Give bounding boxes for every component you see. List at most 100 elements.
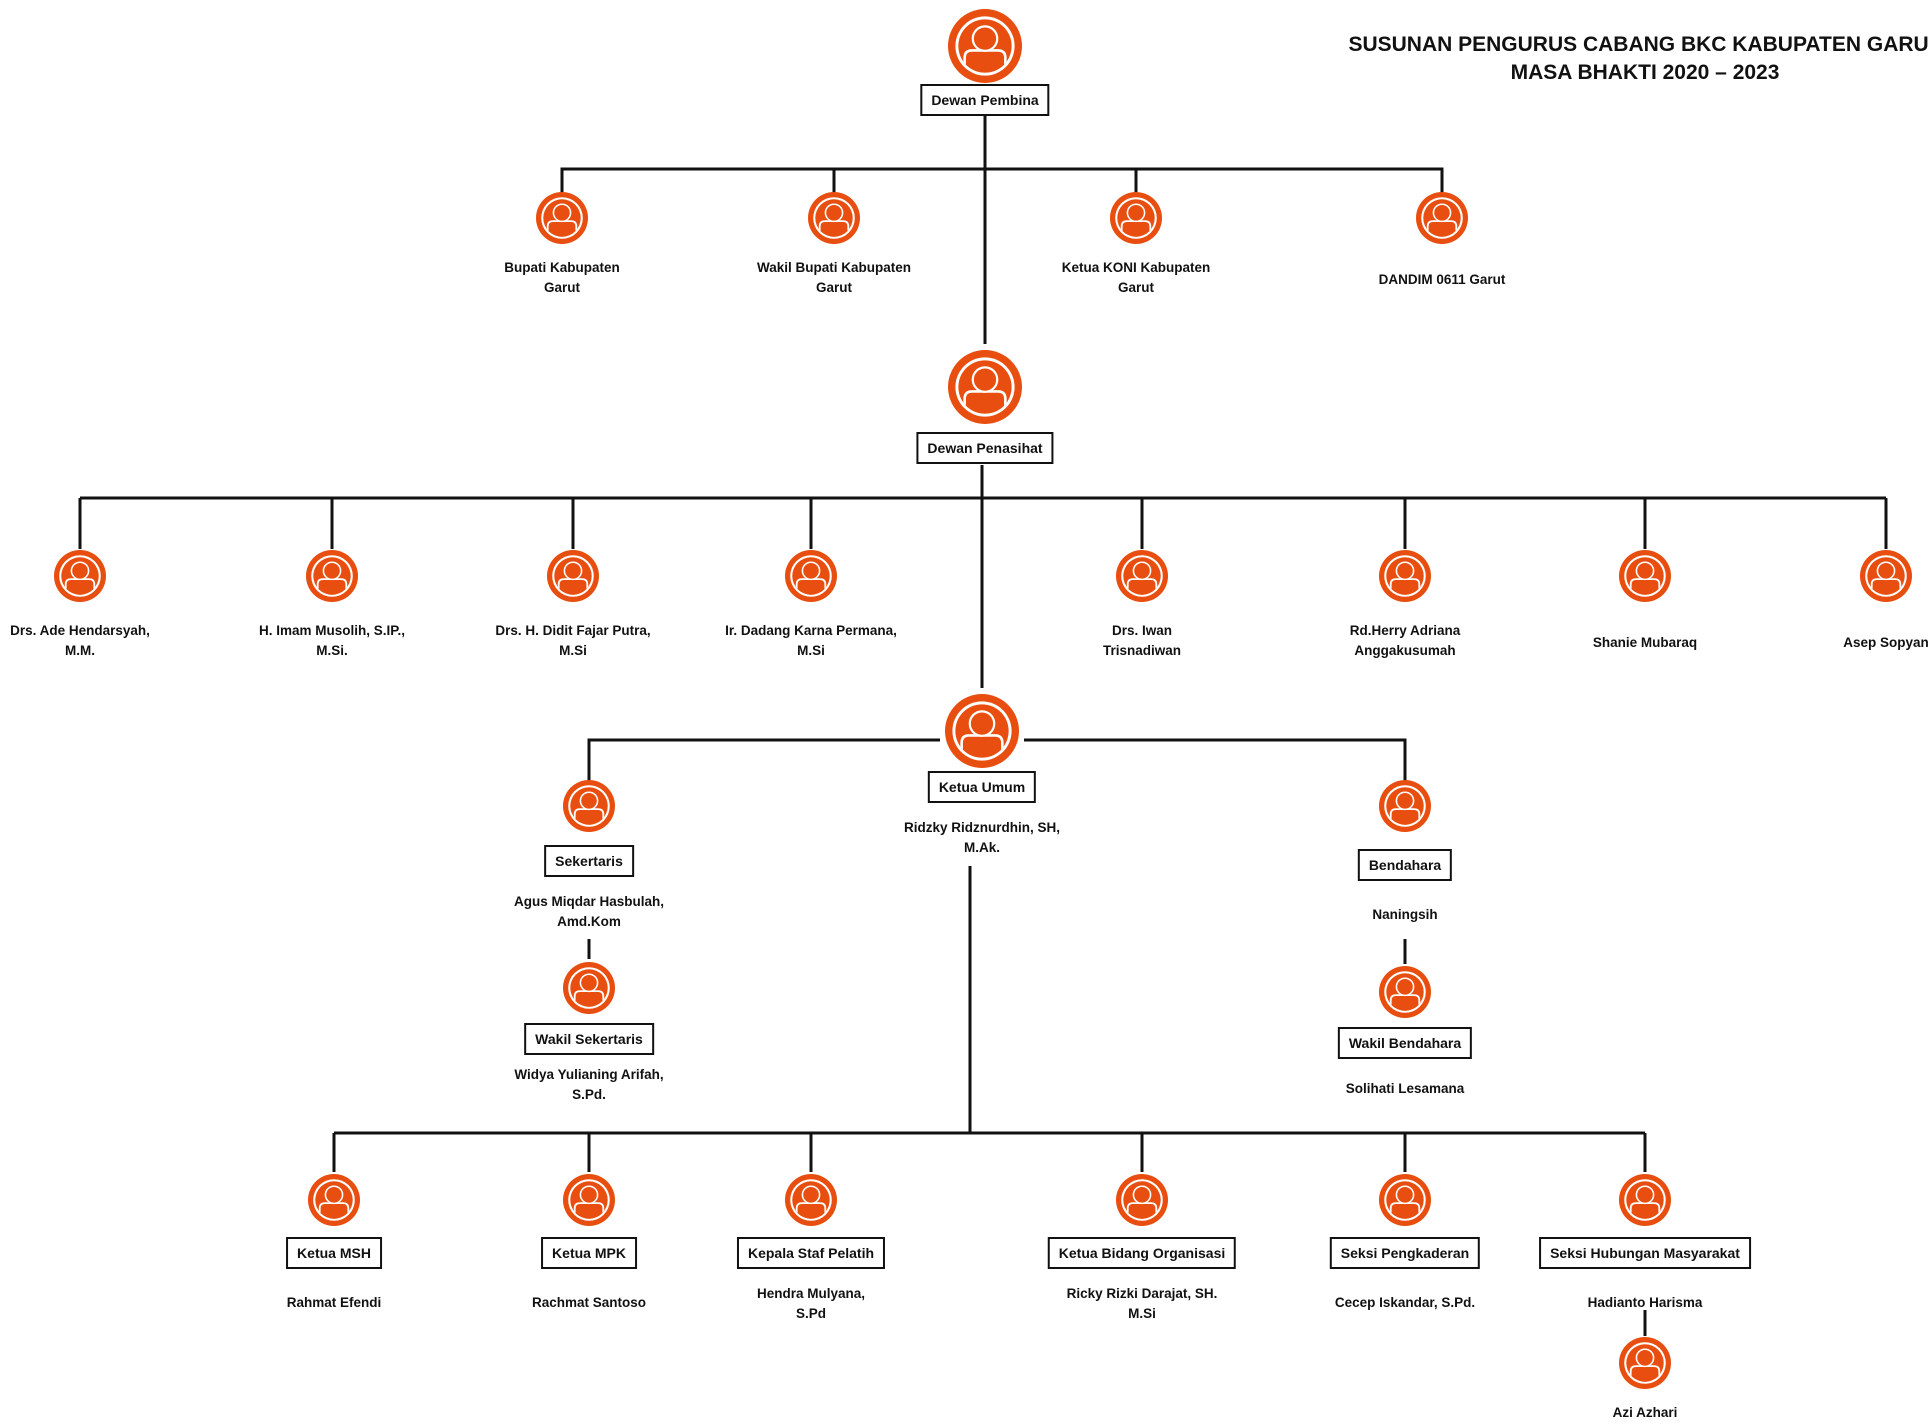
name-line: Garut: [1117, 280, 1155, 295]
penasihat-member-avatar-icon: [1619, 550, 1671, 602]
penasihat-member-name: Ir. Dadang Karna Permana, M.Si: [725, 621, 897, 661]
penasihat-member-avatar-icon: [1860, 550, 1912, 602]
name-line: Garut: [815, 280, 853, 295]
name-line: Garut: [543, 280, 581, 295]
penasihat-member-avatar-icon: [1116, 550, 1168, 602]
name-line: Rd.Herry Adriana: [1349, 623, 1461, 638]
name-line: M.Si: [559, 643, 587, 658]
penasihat-member-name: H. Imam Musolih, S.IP., M.Si.: [259, 621, 405, 661]
pembina-member-avatar-icon: [536, 192, 588, 244]
division-member-name: Hendra Mulyana, S.Pd: [757, 1284, 865, 1324]
wakil-sekertaris-avatar-icon: [563, 962, 615, 1014]
wakil-bendahara-role-box: Wakil Bendahara: [1337, 1027, 1473, 1059]
penasihat-member-name: Shanie Mubaraq: [1593, 633, 1697, 653]
division-role-box: Seksi Pengkaderan: [1329, 1237, 1481, 1269]
name-line: Ridzky Ridznurdhin, SH,: [903, 820, 1061, 835]
division-avatar-icon: [1379, 1174, 1431, 1226]
penasihat-member-name: Drs. H. Didit Fajar Putra, M.Si: [495, 621, 650, 661]
ketua-left-branch-line: [587, 738, 940, 782]
name-line: Widya Yulianing Arifah,: [514, 1067, 664, 1082]
division-avatar-icon: [785, 1174, 837, 1226]
name-line: Wakil Bupati Kabupaten: [756, 260, 912, 275]
sekertaris-name: Agus Miqdar Hasbulah, Amd.Kom: [514, 892, 664, 932]
name-line: M.Si: [797, 643, 825, 658]
division-role-box: Seksi Hubungan Masyarakat: [1539, 1237, 1751, 1269]
name-line: M.M.: [65, 643, 95, 658]
name-line: M.Si: [1128, 1306, 1156, 1321]
name-line: Solihati Lesamana: [1345, 1081, 1465, 1096]
name-line: Ir. Dadang Karna Permana,: [725, 623, 897, 638]
bendahara-avatar-icon: [1379, 780, 1431, 832]
name-line: Hadianto Harisma: [1587, 1295, 1703, 1310]
name-line: DANDIM 0611 Garut: [1378, 272, 1506, 287]
penasihat-member-avatar-icon: [306, 550, 358, 602]
division-avatar-icon: [308, 1174, 360, 1226]
division-avatar-icon: [1116, 1174, 1168, 1226]
pembina-member-avatar-icon: [1110, 192, 1162, 244]
name-line: Agus Miqdar Hasbulah,: [513, 894, 665, 909]
division-member-name: Ricky Rizki Darajat, SH. M.Si: [1067, 1284, 1218, 1324]
pembina-member-avatar-icon: [1416, 192, 1468, 244]
division-member-name: Hadianto Harisma: [1588, 1293, 1703, 1313]
penasihat-member-avatar-icon: [54, 550, 106, 602]
penasihat-member-avatar-icon: [785, 550, 837, 602]
bendahara-name: Naningsih: [1372, 905, 1437, 925]
humas-member-name: Azi Azhari: [1613, 1403, 1678, 1423]
dewan-penasihat-avatar-icon: [948, 350, 1022, 424]
name-line: Amd.Kom: [557, 914, 621, 929]
name-line: Bupati Kabupaten: [504, 260, 620, 275]
pembina-member-avatar-icon: [808, 192, 860, 244]
name-line: M.Ak.: [963, 840, 1001, 855]
division-avatar-icon: [563, 1174, 615, 1226]
name-line: Shanie Mubaraq: [1592, 635, 1698, 650]
ketua-umum-role-box: Ketua Umum: [927, 771, 1037, 803]
dewan-pembina-role-box: Dewan Pembina: [920, 84, 1050, 116]
name-line: M.Si.: [316, 643, 348, 658]
sekertaris-avatar-icon: [563, 780, 615, 832]
name-line: Drs. H. Didit Fajar Putra,: [495, 623, 651, 638]
sekertaris-role-box: Sekertaris: [544, 845, 634, 877]
wakil-bendahara-name: Solihati Lesamana: [1346, 1079, 1465, 1099]
penasihat-member-avatar-icon: [547, 550, 599, 602]
name-line: Ketua KONI Kabupaten: [1061, 260, 1211, 275]
name-line: Rachmat Santoso: [531, 1295, 647, 1310]
ketua-umum-name: Ridzky Ridznurdhin, SH, M.Ak.: [904, 818, 1060, 858]
humas-member-avatar-icon: [1619, 1337, 1671, 1389]
name-line: S.Pd: [795, 1306, 826, 1321]
division-member-name: Cecep Iskandar, S.Pd.: [1335, 1293, 1475, 1313]
division-role-box: Kepala Staf Pelatih: [736, 1237, 886, 1269]
name-line: Hendra Mulyana,: [756, 1286, 866, 1301]
dewan-penasihat-role-box: Dewan Penasihat: [916, 432, 1054, 464]
wakil-sekertaris-name: Widya Yulianing Arifah, S.Pd.: [514, 1065, 663, 1105]
division-role-box: Ketua MPK: [541, 1237, 637, 1269]
name-line: Drs. Iwan: [1111, 623, 1173, 638]
name-line: S.Pd.: [572, 1087, 606, 1102]
name-line: Naningsih: [1372, 907, 1438, 922]
dewan-pembina-avatar-icon: [948, 9, 1022, 83]
penasihat-member-name: Asep Sopyan: [1843, 633, 1929, 653]
pembina-member-name: DANDIM 0611 Garut: [1379, 270, 1506, 290]
chart-title-line2: MASA BHAKTI 2020 – 2023: [1510, 61, 1780, 84]
bendahara-role-box: Bendahara: [1357, 849, 1453, 881]
division-role-box: Ketua MSH: [286, 1237, 382, 1269]
pembina-branch-line: [560, 167, 1444, 194]
name-line: Anggakusumah: [1354, 643, 1456, 658]
penasihat-member-avatar-icon: [1379, 550, 1431, 602]
name-line: Trisnadiwan: [1102, 643, 1182, 658]
name-line: H. Imam Musolih, S.IP.,: [258, 623, 406, 638]
division-member-name: Rahmat Efendi: [287, 1293, 382, 1313]
name-line: Azi Azhari: [1612, 1405, 1678, 1420]
name-line: Asep Sopyan: [1843, 635, 1929, 650]
wakil-bendahara-avatar-icon: [1379, 966, 1431, 1018]
division-role-box: Ketua Bidang Organisasi: [1047, 1237, 1237, 1269]
chart-title-line1: SUSUNAN PENGURUS CABANG BKC KABUPATEN GA…: [1348, 33, 1929, 56]
name-line: Drs. Ade Hendarsyah,: [10, 623, 150, 638]
ketua-right-branch-line: [1024, 738, 1407, 782]
name-line: Ricky Rizki Darajat, SH.: [1066, 1286, 1218, 1301]
division-avatar-icon: [1619, 1174, 1671, 1226]
